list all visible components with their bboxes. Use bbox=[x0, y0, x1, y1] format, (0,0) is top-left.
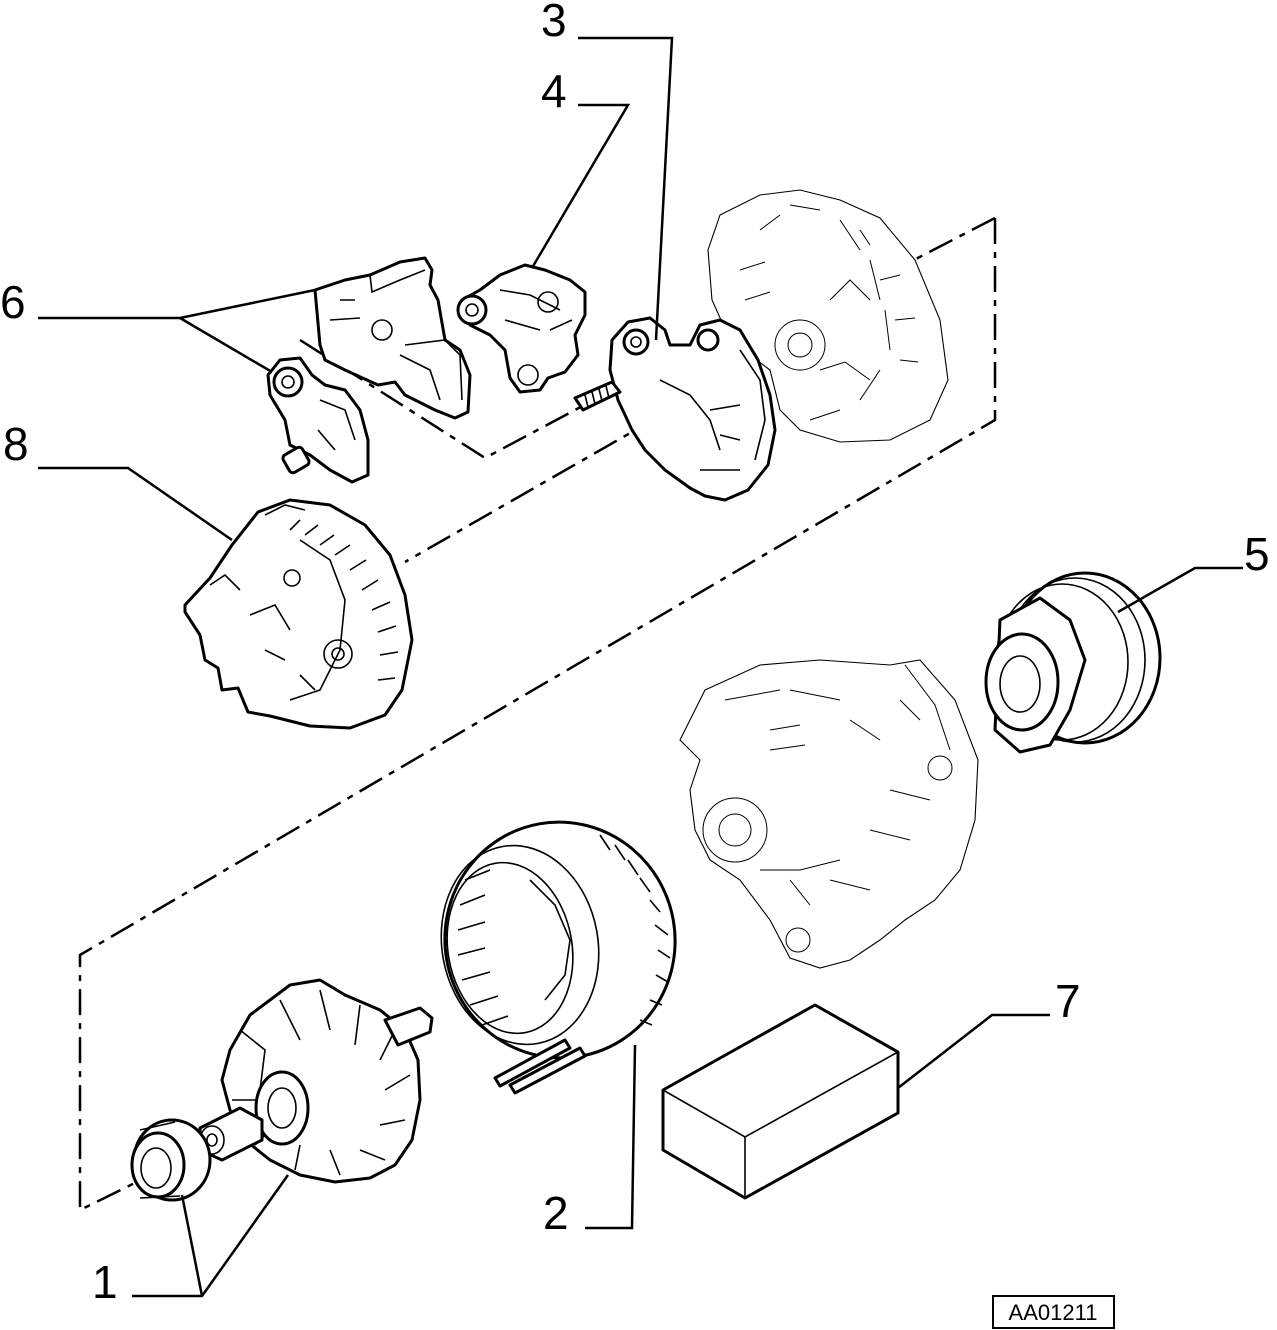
rear-housing-outline bbox=[707, 189, 949, 443]
callout-4: 4 bbox=[541, 65, 567, 117]
reference-code: AA01211 bbox=[1009, 1300, 1098, 1325]
bearing bbox=[130, 1118, 212, 1202]
kit-box bbox=[661, 1003, 900, 1200]
callout-1: 1 bbox=[92, 1256, 118, 1308]
callout-8: 8 bbox=[3, 418, 29, 470]
stator bbox=[440, 820, 677, 1095]
callout-3: 3 bbox=[541, 0, 567, 46]
leader-lines bbox=[38, 36, 1243, 1298]
front-housing-outline bbox=[679, 659, 979, 969]
rear-end-cover bbox=[183, 498, 414, 730]
voltage-regulator bbox=[456, 263, 587, 394]
callout-6: 6 bbox=[0, 276, 26, 328]
callout-2: 2 bbox=[543, 1187, 569, 1239]
leader-3 bbox=[578, 36, 674, 341]
leader-4 bbox=[530, 103, 631, 269]
leader-2 bbox=[585, 1044, 637, 1230]
brush-holder-upper bbox=[313, 256, 472, 420]
rotor bbox=[198, 978, 434, 1184]
leader-1b bbox=[180, 1194, 204, 1297]
callout-numbers: 1 2 3 4 5 6 7 8 bbox=[0, 0, 1270, 1308]
callout-5: 5 bbox=[1244, 528, 1270, 580]
leader-6a bbox=[38, 288, 316, 320]
reference-code-box: AA01211 bbox=[992, 1295, 1115, 1329]
pulley bbox=[984, 571, 1162, 754]
brush-holder-lower bbox=[266, 356, 370, 484]
rectifier-plate bbox=[573, 316, 777, 502]
leader-5 bbox=[1117, 566, 1243, 614]
callout-7: 7 bbox=[1055, 975, 1081, 1027]
leader-8 bbox=[38, 466, 233, 542]
leader-7 bbox=[897, 1013, 1050, 1089]
leader-6b bbox=[179, 316, 273, 374]
